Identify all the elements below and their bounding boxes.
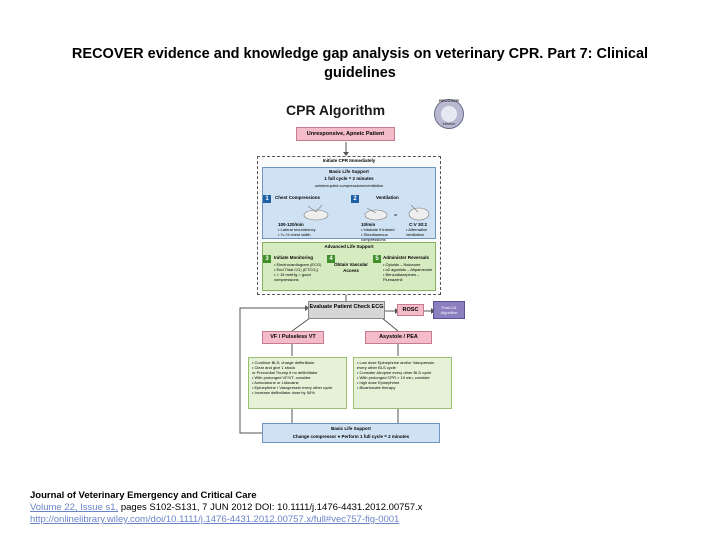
vf-line: • Amiodarone or Lidocaine [252,380,299,385]
als-title: Advanced Life Support [324,244,374,249]
ventilation-or: or [394,212,398,217]
asystole-line: • Bicarbonate therapy [357,385,396,390]
asystole-line: • high dose Epinephrine [357,380,400,385]
volume-link[interactable]: Volume 22, Issue s1, [30,502,119,513]
slide-title: RECOVER evidence and knowledge gap analy… [71,46,649,81]
vf-line: • With prolonged VF/VT, consider [252,375,311,380]
ventilation-illustration-icon [364,207,388,221]
monitoring-bullet-1: • Electrocardiogram (ECG) [274,262,322,267]
mouth-to-snout-illustration-icon [408,204,430,221]
reversals-bullet-3: • Benzodiazepines – Flumazenil [383,272,420,282]
step-number-1: 1 [263,195,271,203]
bls-bottom-title: Basic Life Support [331,426,371,431]
reversals-bullet-1: • Opioids – Naloxone [383,262,421,267]
monitoring-title: Initiate Monitoring [274,255,313,260]
cv-ratio: C:V 30:2 [409,222,428,227]
footer-citation: Volume 22, Issue s1, pages S102-S131, 7 … [30,502,422,513]
asystole-line: • Consider Atropine every other BLS cycl… [357,370,432,375]
bls-cycle: 1 full cycle = 2 minutes [324,176,374,181]
asystole-treatment-box: • Low dose Epinephrine and/or Vasopressi… [353,357,452,409]
start-box: Unresponsive, Apneic Patient [296,127,395,141]
vf-line: • Increase defibrillator dose by 50% [252,390,315,395]
reversals-bullet-2: • α2 agonists – Atipamezole [383,267,433,272]
vf-line: • Continue BLS; charge defibrillator [252,360,315,365]
vf-pulseless-vt-box: VF / Pulseless VT [262,331,324,344]
vascular-access-title: Obtain Vascular Access [333,262,368,273]
post-arrest-box: Post-CA Algorithm [433,301,465,319]
cpr-algorithm-title: CPR Algorithm [286,102,386,118]
als-box [262,242,436,291]
cv-note: • Alternative ventilation [406,227,428,237]
compression-rate: 100-120/min [278,222,304,227]
ventilation-bullet-1: • Intubate if trained [361,227,395,232]
step-number-2: 2 [351,195,359,203]
bls-bottom-box [262,423,440,443]
evaluate-patient-box: Evaluate Patient Check ECG [308,301,385,319]
monitoring-bullet-2: • End Tidal CO₂ (ETCO₂) [274,267,319,272]
vf-line: or Precordial Thump if no defibrillator [252,370,318,375]
step-number-3: 3 [263,255,271,263]
recover-logo-icon [434,99,464,129]
asystole-line: every other BLS cycle [357,365,396,370]
logo-text: RECOVER [439,98,459,103]
bls-subtitle: uninterrupted compressions/ventilation [314,183,384,188]
step-number-5: 5 [373,255,381,263]
chest-compression-illustration-icon [303,204,329,221]
step-number-4: 4 [327,255,335,263]
cpr-algorithm-diagram: CPR Algorithm RECOVER Initiative Unrespo… [230,96,476,446]
ventilation-title: Ventilation [376,195,399,200]
ventilation-rate: 10/min [361,222,376,227]
vf-line: • Clear and give 1 shock [252,365,296,370]
bls-bottom-subtitle: Change compressor ● Perform 1 full cycle… [292,434,410,439]
monitoring-bullet-3: • > 15 mmHg = good compressions [274,272,311,282]
citation-pages: pages S102-S131, 7 JUN 2012 DOI: 10.1111… [118,502,423,513]
ventilation-bullet-2: • Simultaneous compressions [361,232,388,242]
flow-connectors [239,142,435,434]
compression-bullet-2: • ⅓–½ chest width [278,232,311,237]
compressions-title: Chest Compressions [275,195,321,200]
logo-subtext: Initiative [442,122,456,126]
initiate-cpr-label: Initiate CPR Immediately [322,158,376,163]
rosc-box: ROSC [397,304,424,316]
vf-line: • Epinephrine / Vasopressin every other … [252,385,333,390]
bls-box [262,167,436,239]
asystole-pea-box: Asystole / PEA [365,331,432,344]
reversals-title: Administer Reversals [383,255,430,260]
asystole-line: • With prolonged CPR > 10 min, consider [357,375,430,380]
asystole-line: • Low dose Epinephrine and/or Vasopressi… [357,360,435,365]
compression-bullet-1: • Lateral recumbency [278,227,316,232]
footer-journal: Journal of Veterinary Emergency and Crit… [30,490,257,501]
vf-treatment-box: • Continue BLS; charge defibrillator • C… [248,357,347,409]
bls-title: Basic Life Support [329,169,369,174]
figure-url-link[interactable]: http://onlinelibrary.wiley.com/doi/10.11… [30,514,400,525]
